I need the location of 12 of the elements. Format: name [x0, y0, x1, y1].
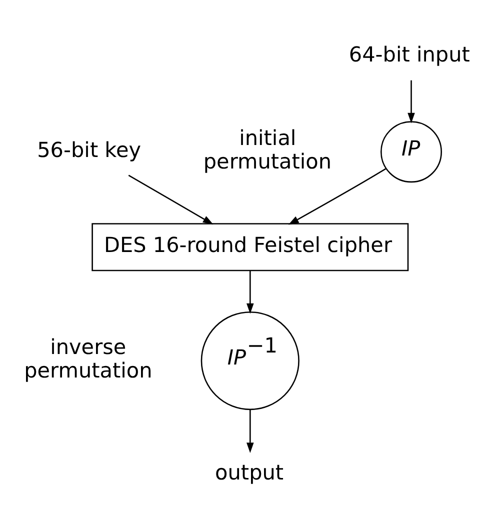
node-text: output: [215, 460, 284, 484]
node-label: initial permutation: [203, 126, 332, 174]
node-box: DES 16-round Feistel cipher: [92, 223, 409, 272]
arrow: [288, 168, 386, 225]
node-label: inverse permutation: [24, 335, 152, 382]
arrow: [408, 80, 415, 124]
node-circle: IP: [380, 121, 442, 183]
node-text: 56-bit key: [37, 138, 142, 162]
arrow: [128, 174, 214, 224]
arrow: [246, 410, 254, 453]
arrow: [246, 270, 254, 314]
node-text: 64-bit input: [348, 42, 470, 67]
